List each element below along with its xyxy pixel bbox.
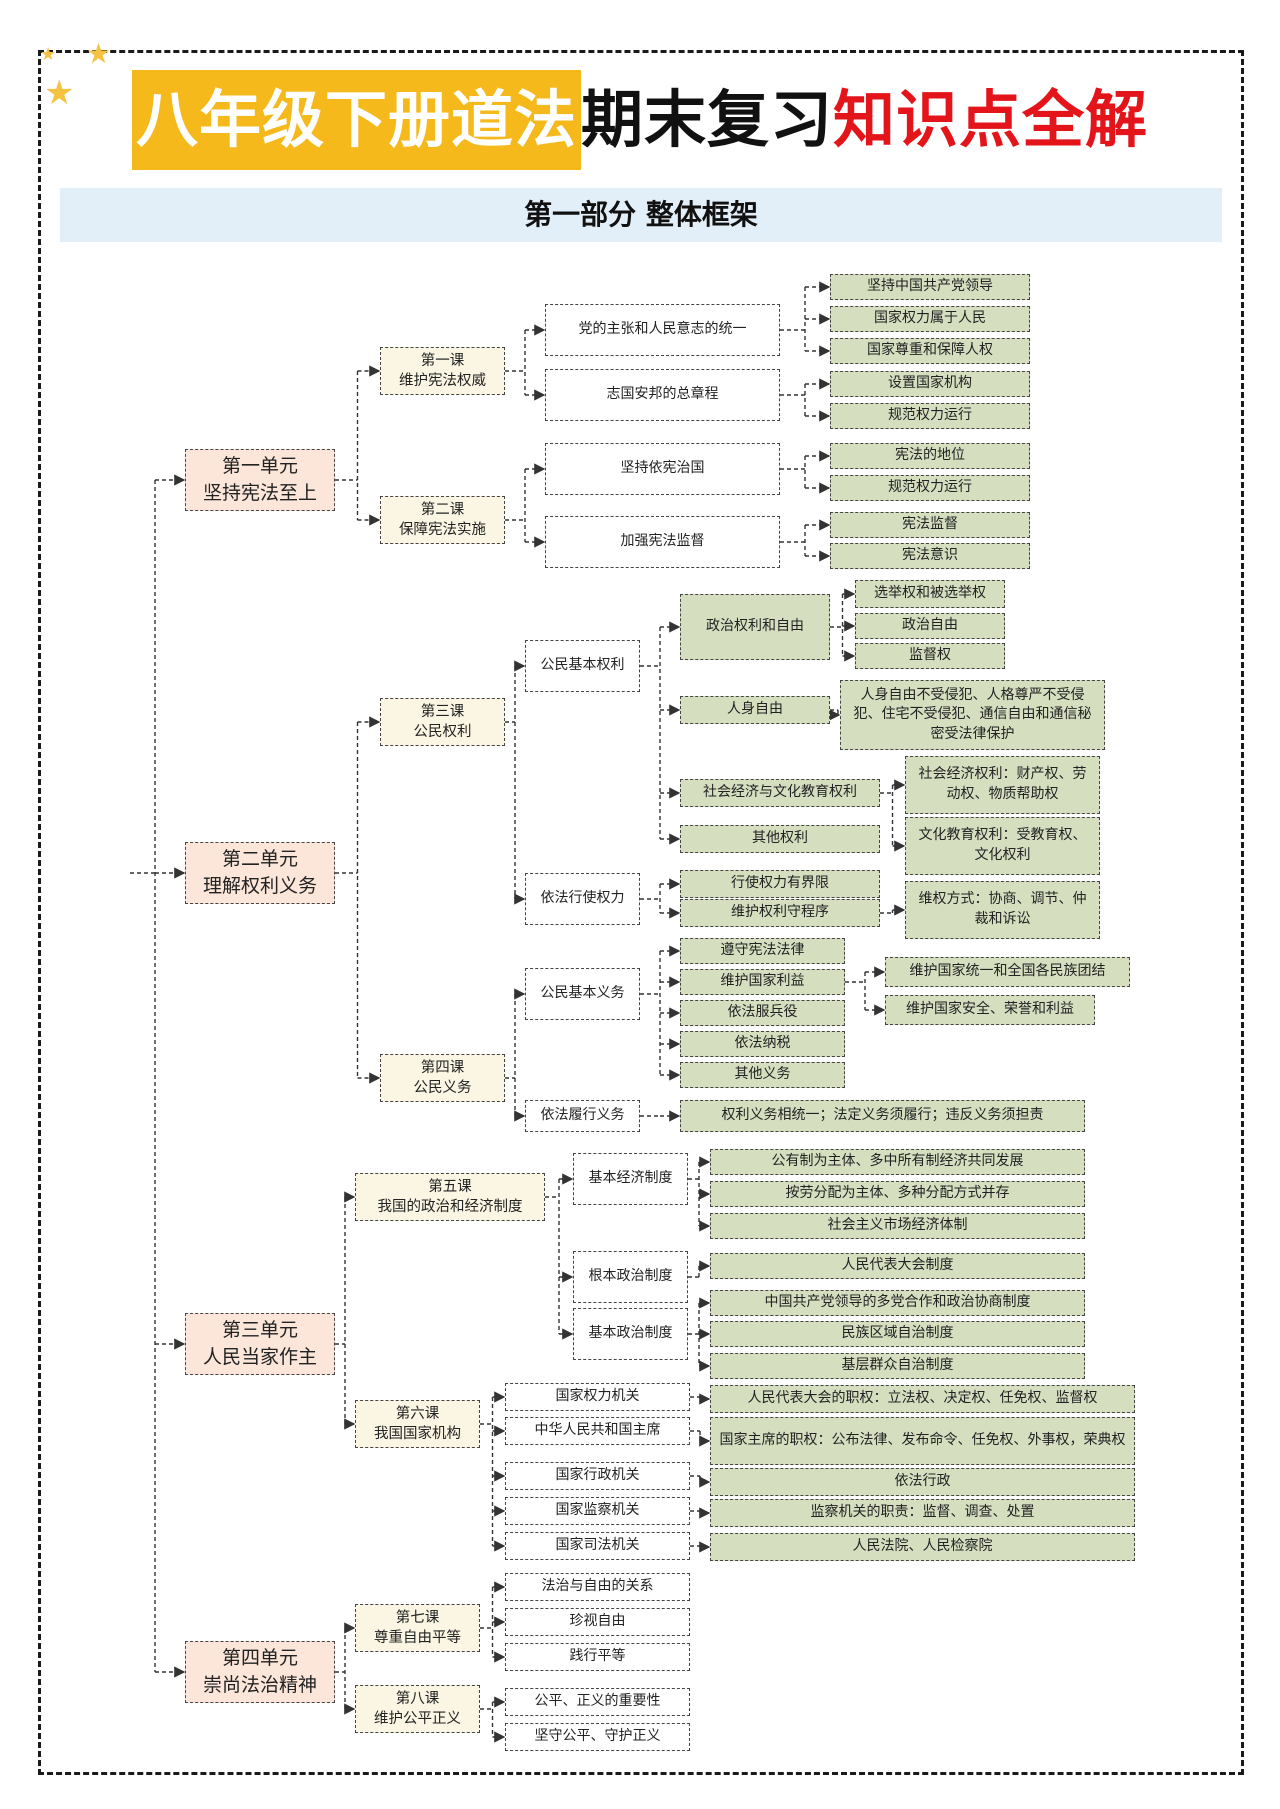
node-topic-t18: 珍视自由 xyxy=(505,1608,690,1636)
node-lesson-l6: 第六课 我国国家机构 xyxy=(355,1400,480,1448)
node-topic-t10: 根本政治制度 xyxy=(573,1251,688,1303)
title-highlight: 八年级下册道法 xyxy=(131,70,581,170)
node-leaf-a22: 社会主义市场经济体制 xyxy=(710,1213,1085,1239)
node-leaf-a26: 基层群众自治制度 xyxy=(710,1353,1085,1379)
node-topic-t19: 践行平等 xyxy=(505,1643,690,1671)
node-leaf-s3: 社会经济与文化教育权利 xyxy=(680,779,880,807)
node-topic-t13: 中华人民共和国主席 xyxy=(505,1417,690,1445)
node-leaf-a18: 维护国家安全、荣誉和利益 xyxy=(885,995,1095,1025)
node-leaf-a4: 设置国家机构 xyxy=(830,371,1030,397)
node-leaf-a12: 监督权 xyxy=(855,643,1005,669)
node-leaf-s4: 其他权利 xyxy=(680,825,880,853)
node-topic-t4: 加强宪法监督 xyxy=(545,516,780,568)
node-leaf-a6: 宪法的地位 xyxy=(830,443,1030,469)
node-leaf-a3: 国家尊重和保障人权 xyxy=(830,338,1030,364)
node-unit-u2: 第二单元 理解权利义务 xyxy=(185,842,335,904)
node-leaf-a25: 民族区域自治制度 xyxy=(710,1321,1085,1347)
node-lesson-l2: 第二课 保障宪法实施 xyxy=(380,496,505,544)
node-topic-t6: 依法行使权力 xyxy=(525,873,640,925)
node-topic-t16: 国家司法机关 xyxy=(505,1532,690,1560)
node-leaf-s9: 依法服兵役 xyxy=(680,1000,845,1026)
node-unit-u4: 第四单元 崇尚法治精神 xyxy=(185,1641,335,1703)
node-lesson-l7: 第七课 尊重自由平等 xyxy=(355,1604,480,1652)
node-topic-t5: 公民基本权利 xyxy=(525,640,640,692)
node-topic-t15: 国家监察机关 xyxy=(505,1497,690,1525)
node-topic-t7: 公民基本义务 xyxy=(525,968,640,1020)
node-leaf-a1: 坚持中国共产党领导 xyxy=(830,274,1030,300)
node-leaf-a2: 国家权力属于人民 xyxy=(830,306,1030,332)
node-leaf-a16: 维权方式：协商、调节、仲裁和诉讼 xyxy=(905,881,1100,939)
node-topic-t9: 基本经济制度 xyxy=(573,1153,688,1205)
node-leaf-s2: 人身自由 xyxy=(680,696,830,724)
node-topic-t12: 国家权力机关 xyxy=(505,1383,690,1411)
node-leaf-s10: 依法纳税 xyxy=(680,1031,845,1057)
star-icon: ★ xyxy=(86,37,112,70)
node-leaf-a11: 政治自由 xyxy=(855,613,1005,639)
node-leaf-a10: 选举权和被选举权 xyxy=(855,580,1005,608)
node-leaf-a5: 规范权力运行 xyxy=(830,403,1030,429)
node-topic-t3: 坚持依宪治国 xyxy=(545,443,780,495)
node-leaf-s8: 维护国家利益 xyxy=(680,969,845,995)
page-title: 八年级下册道法期末复习知识点全解 xyxy=(0,70,1280,170)
node-leaf-a13: 人身自由不受侵犯、人格尊严不受侵犯、住宅不受侵犯、通信自由和通信秘密受法律保护 xyxy=(840,680,1105,750)
node-lesson-l1: 第一课 维护宪法权威 xyxy=(380,347,505,395)
node-leaf-s6: 维护权利守程序 xyxy=(680,899,880,927)
node-leaf-a21: 按劳分配为主体、多种分配方式并存 xyxy=(710,1181,1085,1207)
node-topic-t17: 法治与自由的关系 xyxy=(505,1573,690,1601)
node-leaf-a29: 依法行政 xyxy=(710,1468,1135,1496)
node-leaf-a30: 监察机关的职责：监督、调查、处置 xyxy=(710,1499,1135,1527)
node-topic-t1: 党的主张和人民意志的统一 xyxy=(545,304,780,356)
dashed-border-frame xyxy=(38,50,1244,1775)
node-leaf-a7: 规范权力运行 xyxy=(830,475,1030,501)
node-topic-t20: 公平、正义的重要性 xyxy=(505,1688,690,1716)
node-lesson-l3: 第三课 公民权利 xyxy=(380,698,505,746)
node-topic-t2: 志国安邦的总章程 xyxy=(545,369,780,421)
node-leaf-a9: 宪法意识 xyxy=(830,543,1030,569)
node-leaf-a31: 人民法院、人民检察院 xyxy=(710,1533,1135,1561)
node-leaf-a20: 公有制为主体、多中所有制经济共同发展 xyxy=(710,1149,1085,1175)
node-leaf-s1: 政治权利和自由 xyxy=(680,594,830,660)
node-leaf-s11: 其他义务 xyxy=(680,1062,845,1088)
node-leaf-a15: 文化教育权利：受教育权、文化权利 xyxy=(905,817,1100,875)
star-icon: ★ xyxy=(40,44,57,65)
node-leaf-s7: 遵守宪法法律 xyxy=(680,938,845,964)
node-leaf-a14: 社会经济权利：财产权、劳动权、物质帮助权 xyxy=(905,756,1100,814)
node-topic-t11: 基本政治制度 xyxy=(573,1308,688,1360)
node-leaf-a17: 维护国家统一和全国各民族团结 xyxy=(885,957,1130,987)
node-leaf-a27: 人民代表大会的职权：立法权、决定权、任免权、监督权 xyxy=(710,1385,1135,1413)
node-topic-t8: 依法履行义务 xyxy=(525,1100,640,1132)
node-leaf-a23: 人民代表大会制度 xyxy=(710,1253,1085,1279)
section-heading: 第一部分 整体框架 xyxy=(60,188,1222,242)
node-leaf-a24: 中国共产党领导的多党合作和政治协商制度 xyxy=(710,1290,1085,1316)
node-leaf-a19: 权利义务相统一；法定义务须履行；违反义务须担责 xyxy=(680,1100,1085,1132)
node-lesson-l5: 第五课 我国的政治和经济制度 xyxy=(355,1173,545,1221)
node-topic-t21: 坚守公平、守护正义 xyxy=(505,1723,690,1751)
node-unit-u3: 第三单元 人民当家作主 xyxy=(185,1313,335,1375)
node-unit-u1: 第一单元 坚持宪法至上 xyxy=(185,449,335,511)
star-icon: ★ xyxy=(44,73,75,113)
node-leaf-a8: 宪法监督 xyxy=(830,512,1030,538)
title-middle: 期末复习 xyxy=(580,83,833,156)
node-leaf-a28: 国家主席的职权：公布法律、发布命令、任免权、外事权，荣典权 xyxy=(710,1417,1135,1465)
node-topic-t14: 国家行政机关 xyxy=(505,1462,690,1490)
node-lesson-l8: 第八课 维护公平正义 xyxy=(355,1685,480,1733)
node-leaf-s5: 行使权力有界限 xyxy=(680,870,880,898)
title-red: 知识点全解 xyxy=(833,83,1149,156)
node-lesson-l4: 第四课 公民义务 xyxy=(380,1054,505,1102)
